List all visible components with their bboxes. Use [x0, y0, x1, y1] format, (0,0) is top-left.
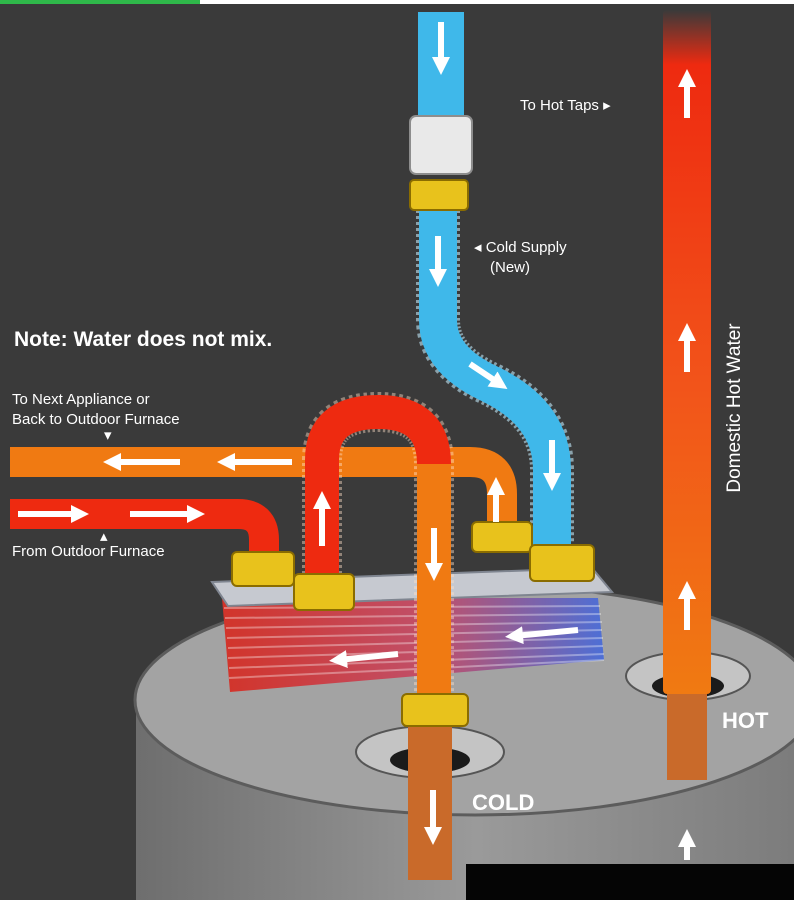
arrow-icon	[329, 650, 399, 669]
arrow-icon	[468, 361, 508, 389]
note-text: Note: Water does not mix.	[14, 328, 273, 351]
label-hot: HOT	[722, 708, 769, 733]
label-cold-supply: ◂ Cold Supply (New)	[474, 238, 567, 278]
fitting-supply	[231, 551, 295, 587]
from-furnace-text: From Outdoor Furnace	[12, 543, 165, 560]
exchanger-fins	[223, 605, 605, 679]
top-strip-accent	[0, 0, 200, 4]
furnace-supply-line	[10, 499, 279, 560]
loop-hot-half	[305, 394, 451, 580]
to-next-text-line1: To Next Appliance or	[12, 391, 150, 408]
flow-arrows	[18, 22, 696, 860]
cold-coupling	[409, 115, 473, 175]
domestic-hot-pipe	[663, 10, 711, 780]
arrow-icon	[505, 626, 579, 645]
label-from-furnace: ▴ From Outdoor Furnace	[12, 528, 165, 562]
fitting-cold-out	[401, 693, 469, 727]
pointer-left-icon: ◂	[474, 239, 482, 256]
supply-pipe	[10, 499, 279, 560]
cold-nut-top	[409, 179, 469, 211]
pointer-right-icon: ▸	[603, 97, 611, 114]
label-cold: COLD	[472, 790, 535, 815]
cold-supply-new-text: (New)	[490, 259, 530, 276]
label-to-next-appliance: To Next Appliance or Back to Outdoor Fur…	[12, 390, 180, 444]
label-to-hot-taps: To Hot Taps ▸	[520, 96, 611, 116]
fitting-return	[471, 521, 533, 553]
fitting-loop-in	[293, 573, 355, 611]
to-next-text-line2: Back to Outdoor Furnace	[12, 411, 180, 428]
black-bar	[466, 864, 794, 900]
exchanger-plates	[222, 598, 604, 692]
cold-supply-text: Cold Supply	[485, 239, 567, 256]
brass-fittings	[231, 521, 595, 727]
top-strip	[0, 0, 794, 4]
to-hot-taps-text: To Hot Taps	[520, 97, 599, 114]
hot-copper-stub	[667, 690, 707, 780]
fitting-cold-in	[529, 544, 595, 582]
label-domestic-hot-water: Domestic Hot Water	[724, 323, 745, 493]
pointer-down-icon: ▾	[104, 427, 112, 444]
flex-loop	[302, 391, 454, 700]
pointer-up-icon: ▴	[100, 528, 108, 545]
